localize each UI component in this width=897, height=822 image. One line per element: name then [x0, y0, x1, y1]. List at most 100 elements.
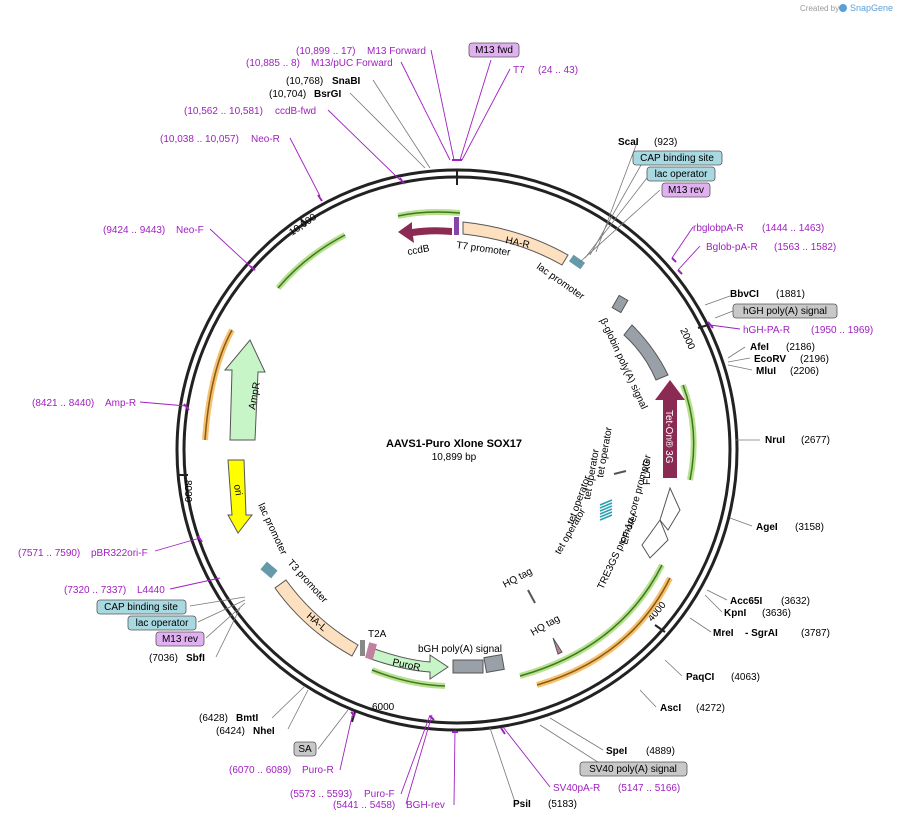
- m13rev-top-label: M13 rev: [668, 185, 704, 196]
- enzyme-bsrgi-pos: (10,704): [269, 89, 306, 100]
- ha-r-feature[interactable]: [462, 221, 569, 266]
- enzyme-agei[interactable]: AgeI: [756, 522, 778, 533]
- tet-operator-array[interactable]: [599, 499, 613, 521]
- primer-t7-range: (24 .. 43): [538, 65, 578, 76]
- tet-on-primer-arrow[interactable]: [682, 384, 695, 481]
- lac-operator-top-label: lac operator: [655, 169, 708, 180]
- enzyme-sbfi[interactable]: SbfI: [186, 653, 205, 664]
- m13fwd-box[interactable]: [468, 42, 520, 58]
- enzyme-bsrgi[interactable]: BsrGI: [314, 89, 341, 100]
- hq-tag-feature-1[interactable]: [527, 589, 536, 604]
- ori-label: ori: [231, 484, 244, 497]
- primer-m13puc[interactable]: M13/pUC Forward: [311, 58, 393, 69]
- puro-primer-arrow[interactable]: [371, 669, 446, 687]
- enzyme-nrui[interactable]: NruI: [765, 435, 785, 446]
- lac-operator-bottom-label: lac operator: [136, 618, 189, 629]
- enzyme-mrei[interactable]: MreI: [713, 628, 734, 639]
- lac-elements-top[interactable]: [568, 254, 586, 270]
- primer-neof-range: (9424 .. 9443): [103, 225, 165, 236]
- beta-globin-small-feature[interactable]: [611, 294, 629, 314]
- enzyme-paqci[interactable]: PaqCI: [686, 672, 715, 683]
- primer-neor-range: (10,038 .. 10,057): [160, 134, 239, 145]
- enzyme-mlui[interactable]: MluI: [756, 366, 776, 377]
- amp-primer-arrow[interactable]: [204, 329, 233, 441]
- primer-puror[interactable]: Puro-R: [302, 765, 334, 776]
- ori-feature[interactable]: [227, 459, 254, 534]
- tre3gs-promoter-feature[interactable]: [641, 518, 669, 559]
- ampr-label: AmpR: [247, 381, 263, 410]
- tre-primer-arrow[interactable]: [519, 564, 663, 677]
- enzyme-bmti-pos: (6428): [199, 713, 228, 724]
- enzyme-bbvci-pos: (1881): [776, 289, 805, 300]
- enzyme-psii[interactable]: PsiI: [513, 799, 531, 810]
- primer-neor[interactable]: Neo-R: [251, 134, 280, 145]
- primer-bghrev[interactable]: BGH-rev: [406, 800, 445, 811]
- lac-operator-top-box[interactable]: [646, 166, 716, 182]
- enzyme-spei[interactable]: SpeI: [606, 746, 627, 757]
- bgh-polya-feature-1[interactable]: [452, 659, 484, 674]
- t7-promoter-feature[interactable]: [454, 217, 459, 235]
- primer-pbr322[interactable]: pBR322ori-F: [91, 548, 148, 559]
- enzyme-afei-pos: (2186): [786, 342, 815, 353]
- neo-arrow[interactable]: [277, 234, 346, 289]
- tick-label-8000: 8000: [182, 480, 193, 503]
- enzyme-afei[interactable]: AfeI: [750, 342, 769, 353]
- sa-box[interactable]: [293, 741, 317, 757]
- enzyme-asci[interactable]: AscI: [660, 703, 681, 714]
- sv40-polya-box[interactable]: [579, 761, 688, 777]
- enzyme-snabi[interactable]: SnaBI: [332, 76, 361, 87]
- leader-lines: [189, 79, 760, 803]
- ccdb-feature[interactable]: [398, 222, 452, 243]
- primer-purof-range: (5573 .. 5593): [290, 789, 352, 800]
- tick-marks: [178, 170, 709, 723]
- primer-leader-lines: [139, 49, 741, 806]
- hgh-polya-label: hGH poly(A) signal: [743, 306, 827, 317]
- tet-on-feature[interactable]: [655, 380, 685, 478]
- created-by-label: Created by: [800, 4, 839, 13]
- puror-feature[interactable]: [367, 647, 449, 680]
- primer-purof[interactable]: Puro-F: [364, 789, 395, 800]
- primer-l4440-range: (7320 .. 7337): [64, 585, 126, 596]
- ef1a-promoter-feature[interactable]: [659, 486, 681, 531]
- lac-elements-bottom[interactable]: [260, 561, 278, 579]
- enzyme-acc65i[interactable]: Acc65I: [730, 596, 762, 607]
- cap-binding-top-box[interactable]: [632, 150, 723, 166]
- primer-arrow-top[interactable]: [397, 211, 461, 217]
- primer-rbglob[interactable]: rbglobpA-R: [693, 223, 744, 234]
- lac-operator-bottom-box[interactable]: [127, 615, 197, 631]
- primer-bglob[interactable]: Bglob-pA-R: [706, 242, 758, 253]
- t2a-feature[interactable]: [360, 640, 365, 656]
- primer-hgh[interactable]: hGH-PA-R: [743, 325, 790, 336]
- primer-ccdb[interactable]: ccdB-fwd: [275, 106, 316, 117]
- primer-m13puc-range: (10,885 .. 8): [246, 58, 300, 69]
- m13rev-bottom-box[interactable]: [155, 631, 205, 647]
- ha-l-feature[interactable]: [274, 579, 359, 657]
- ampr-feature[interactable]: [223, 339, 266, 441]
- primer-ampr[interactable]: Amp-R: [105, 398, 136, 409]
- enzyme-bbvci[interactable]: BbvCI: [730, 289, 759, 300]
- enzyme-ecorv-pos: (2196): [800, 354, 829, 365]
- primer-neof[interactable]: Neo-F: [176, 225, 204, 236]
- m13rev-top-box[interactable]: [661, 182, 711, 198]
- enzyme-ecorv[interactable]: EcoRV: [754, 354, 786, 365]
- beta-globin-feature[interactable]: [623, 324, 669, 381]
- enzyme-bmti[interactable]: BmtI: [236, 713, 258, 724]
- bgh-polya-feature-2[interactable]: [483, 653, 505, 674]
- primer-hgh-range: (1950 .. 1969): [811, 325, 873, 336]
- primer-t7[interactable]: T7: [513, 65, 525, 76]
- enzyme-scai[interactable]: ScaI: [618, 137, 639, 148]
- plasmid-name: AAVS1-Puro Xlone SOX17: [386, 438, 522, 450]
- primer-sv40[interactable]: SV40pA-R: [553, 783, 600, 794]
- primer-l4440[interactable]: L4440: [137, 585, 165, 596]
- hgh-polya-box[interactable]: [732, 303, 838, 319]
- enzyme-sgrai[interactable]: - SgrAI: [745, 628, 778, 639]
- hq-tag-label-2: HQ tag: [529, 613, 562, 638]
- enzyme-kpni[interactable]: KpnI: [724, 608, 746, 619]
- t2a-extra-feature[interactable]: [365, 642, 377, 660]
- hq-tag-feature-2[interactable]: [552, 637, 563, 655]
- primer-m13forward[interactable]: M13 Forward: [367, 46, 426, 57]
- bgh-polya-label: bGH poly(A) signal: [418, 644, 502, 655]
- cap-binding-bottom-box[interactable]: [96, 599, 187, 615]
- sox17-primer-arrow[interactable]: [536, 577, 671, 686]
- enzyme-nhei[interactable]: NheI: [253, 726, 275, 737]
